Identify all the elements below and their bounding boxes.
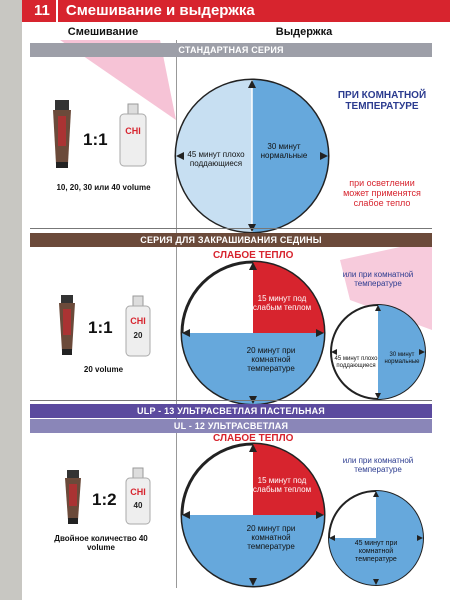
developer-bottle-icon: CHI [119, 103, 147, 167]
small-clock-text: 45 минут при комнатной температуре [354, 540, 398, 563]
color-tube-icon [65, 470, 81, 524]
volume-label: Двойное количество 40 volume [54, 534, 148, 552]
mix-ratio: 1:1 [88, 318, 113, 337]
room-temperature-note: ПРИ КОМНАТНОЙ ТЕМПЕРАТУРЕ [337, 90, 427, 112]
timer-clock-warm [180, 442, 326, 588]
developer-bottle-icon: CHI 20 [125, 295, 151, 357]
warm-heat-label: СЛАБОЕ ТЕПЛО [213, 433, 294, 444]
small-clock-right-text: 30 минут нормальные [384, 352, 420, 365]
warm-heat-label: СЛАБОЕ ТЕПЛО [213, 250, 294, 261]
timer-clock-small [330, 304, 426, 400]
timer-clock-small [328, 490, 424, 586]
bottle-brand: CHI [130, 316, 146, 326]
grey-coverage-series-bar: СЕРИЯ ДЛЯ ЗАКРАШИВАНИЯ СЕДИНЫ [30, 233, 432, 247]
section-divider [30, 228, 432, 229]
timer-clock-standard [174, 78, 330, 234]
alt-condition-note: или при комнатной температуре [342, 456, 414, 474]
mix-ratio: 1:1 [83, 130, 108, 149]
clock-red-text: 15 минут под слабым теплом [252, 294, 312, 312]
ul-series-bar: UL - 12 УЛЬТРАСВЕТЛАЯ [30, 419, 432, 433]
lightening-note: при осветлении может применятся слабое т… [343, 178, 421, 208]
clock-right-text: 30 минут нормальные [260, 142, 308, 160]
column-header-timing: Выдержка [275, 26, 333, 38]
ulp-series-bar: ULP - 13 УЛЬТРАСВЕТЛАЯ ПАСТЕЛЬНАЯ [30, 404, 432, 418]
small-clock-left-text: 45 минут плохо поддающиеся [334, 356, 378, 369]
bottle-brand: CHI [125, 126, 141, 136]
mix-ratio: 1:2 [92, 490, 117, 509]
clock-blue-text: 20 минут при комнатной температуре [246, 346, 296, 373]
bottle-volume: 40 [134, 501, 143, 510]
page-title: Смешивание и выдержка [65, 2, 255, 19]
standard-series-bar: СТАНДАРТНАЯ СЕРИЯ [30, 43, 432, 57]
clock-left-text: 45 минут плохо поддающиеся [187, 150, 245, 168]
bottle-brand: CHI [130, 487, 146, 497]
column-divider [176, 40, 177, 588]
developer-bottle-icon: CHI 40 [125, 467, 151, 525]
timer-clock-warm [180, 260, 326, 406]
color-tube-icon [59, 295, 75, 355]
section-number: 11 [22, 0, 58, 22]
section-divider [30, 400, 432, 401]
clock-blue-text: 20 минут при комнатной температуре [246, 524, 296, 551]
page-header: 11 Смешивание и выдержка [22, 0, 450, 22]
volume-label: 20 volume [83, 365, 124, 374]
volume-label: 10, 20, 30 или 40 volume [56, 183, 151, 192]
bottle-volume: 20 [134, 331, 143, 340]
color-tube-icon [53, 100, 71, 168]
clock-red-text: 15 минут под слабым теплом [252, 476, 312, 494]
alt-condition-note: или при комнатной температуре [342, 270, 414, 288]
column-header-mixing: Смешивание [67, 26, 139, 38]
